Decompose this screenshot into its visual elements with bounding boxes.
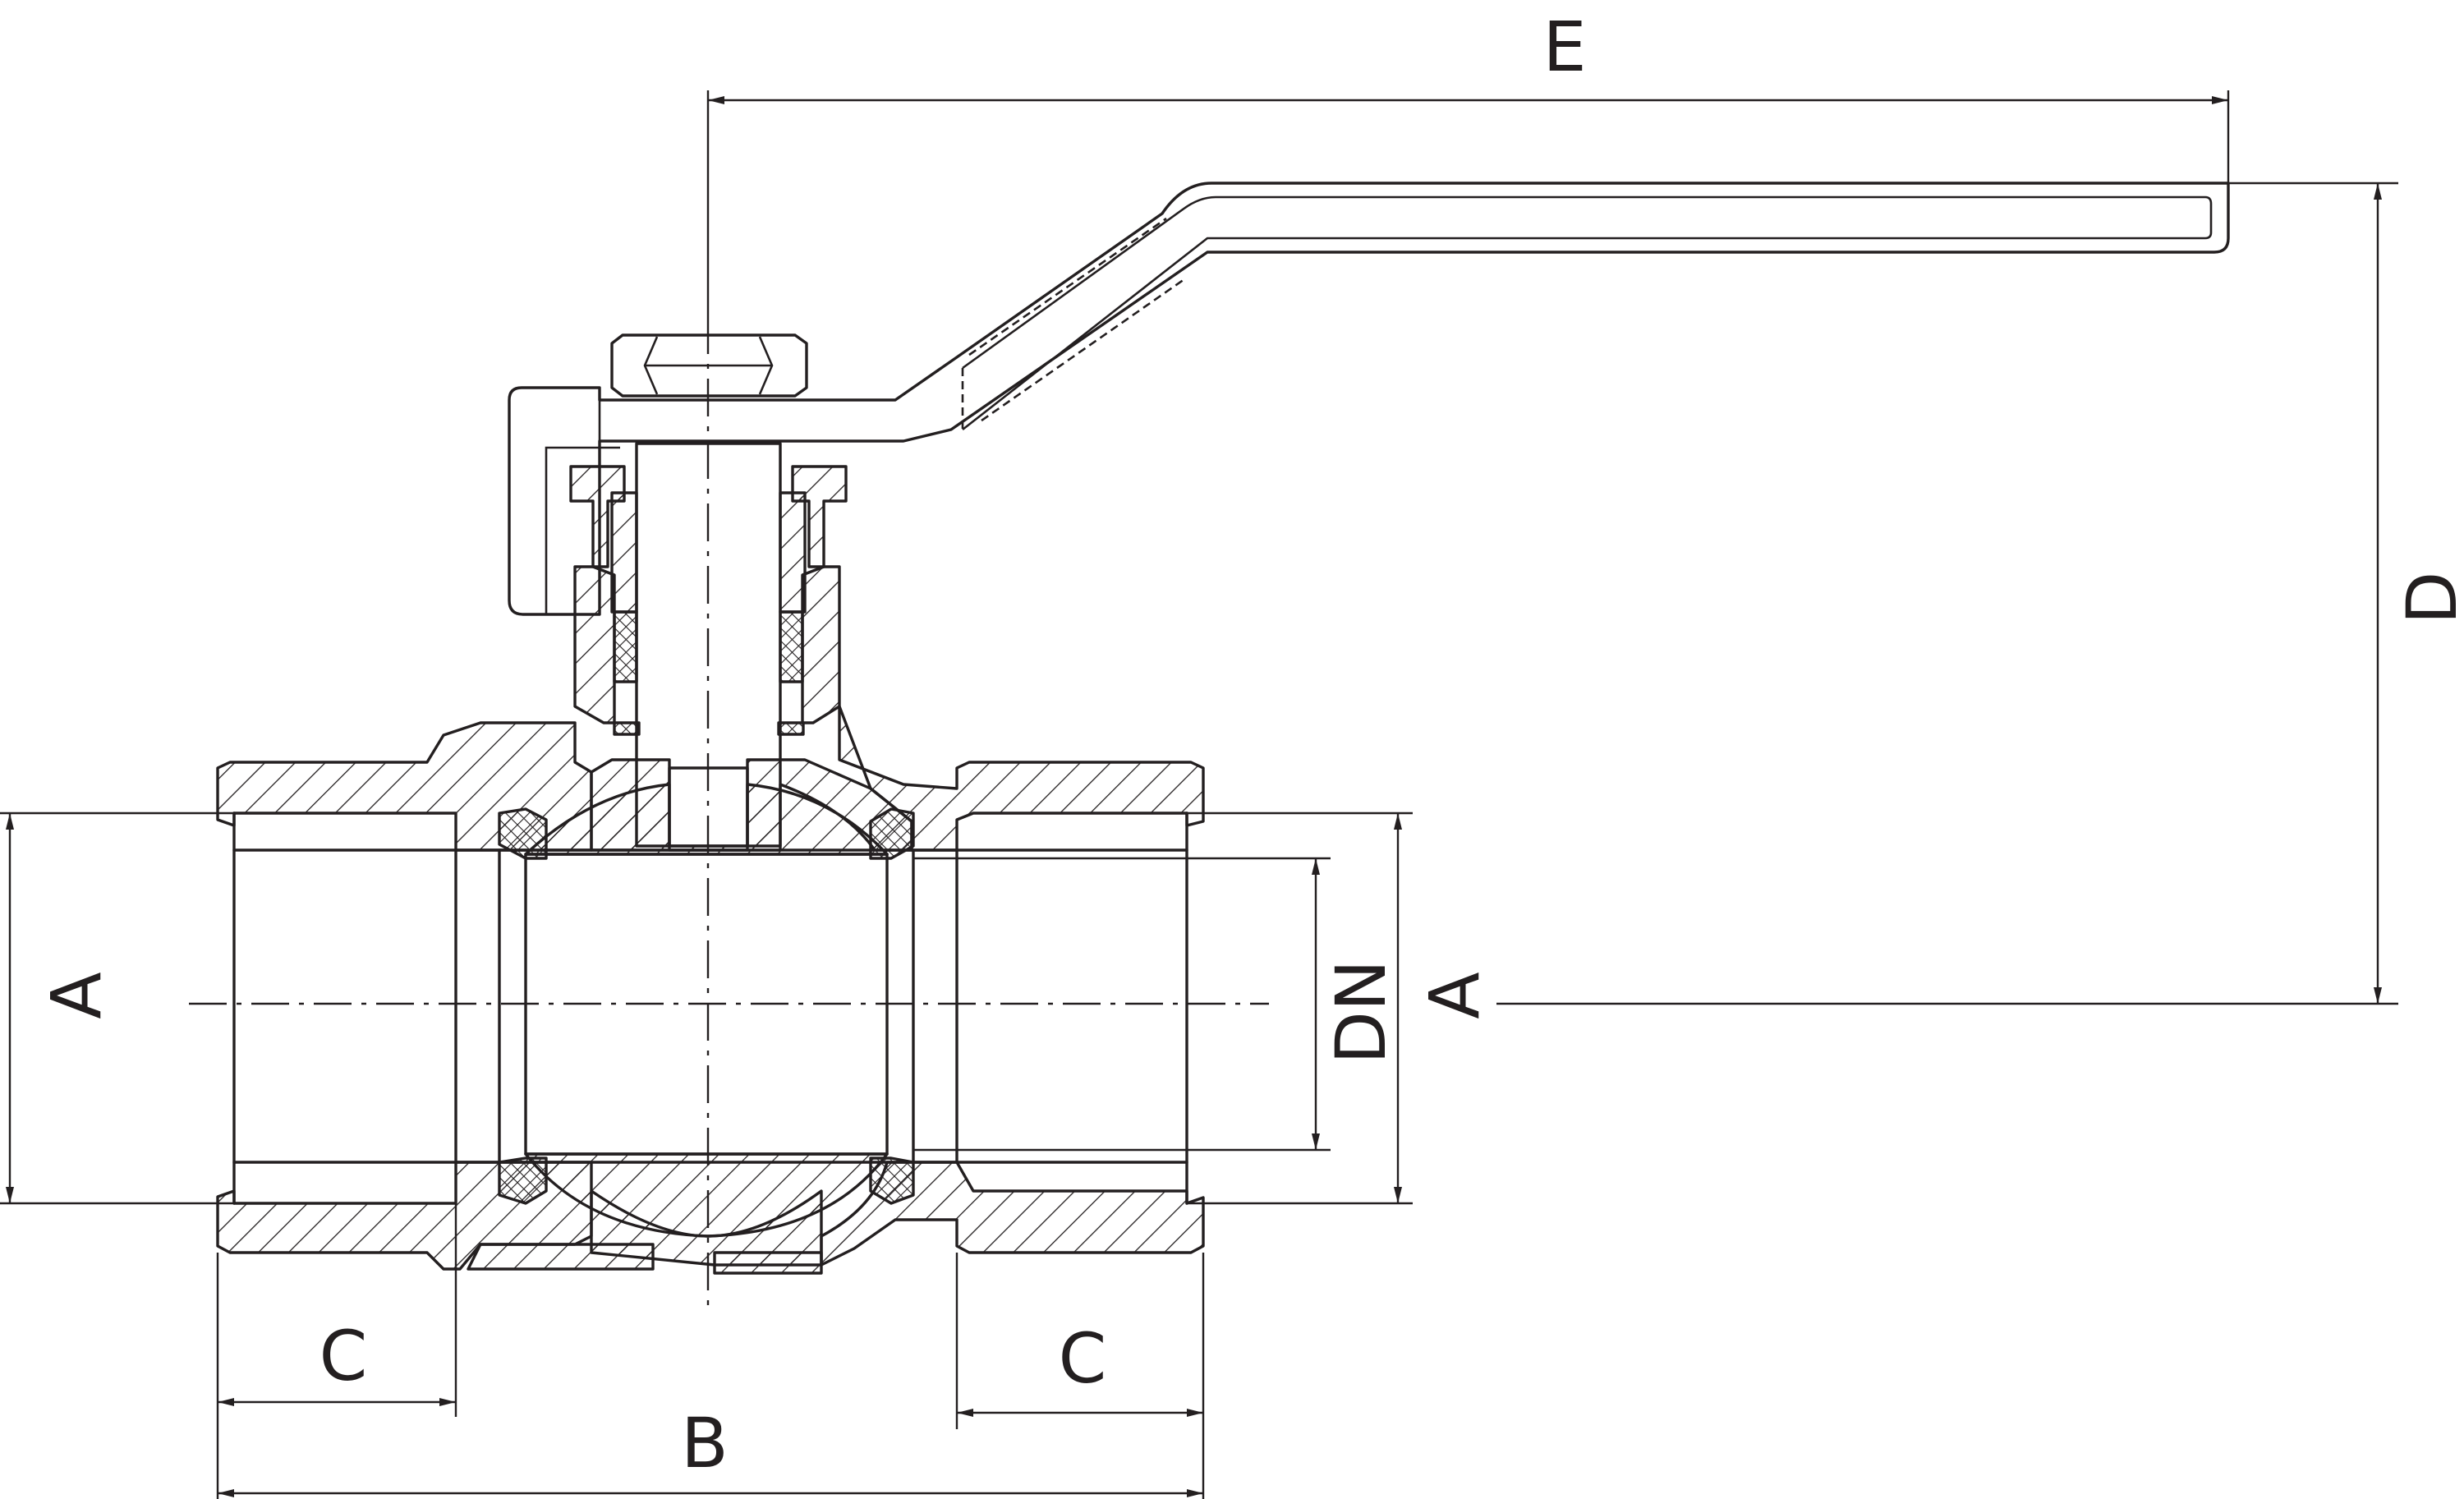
stem-packing-left: [613, 610, 638, 683]
ball: [524, 783, 889, 1238]
stem-washer-left: [613, 721, 641, 736]
dimension-a-left: A: [0, 812, 234, 1205]
dimension-c-right: C: [955, 1253, 1205, 1499]
stem-packing-right: [779, 610, 804, 683]
dimension-e: E: [706, 7, 2230, 316]
seat-ring-left: [498, 807, 548, 1205]
dimension-d-label: D: [2392, 572, 2464, 625]
dimension-dn: DN: [913, 857, 1401, 1152]
bonnet-neck-right: [801, 565, 841, 724]
dimension-c-left: C: [216, 1203, 457, 1499]
dimension-a-right: A: [1187, 812, 1495, 1205]
dimension-dn-label: DN: [1321, 959, 1401, 1064]
lever-handle: [508, 182, 2230, 616]
center-lines: [189, 316, 1269, 1306]
dimension-d: D: [1496, 182, 2464, 1005]
dimension-c-right-label: C: [1059, 1318, 1107, 1399]
gland-nut-left: [569, 465, 638, 614]
stem-washer-right: [777, 721, 805, 736]
bonnet-neck-left: [573, 565, 616, 724]
flow-bore: [232, 812, 1188, 1205]
dimension-a-right-label: A: [1414, 972, 1495, 1018]
dimension-a-left-label: A: [36, 972, 117, 1018]
dimension-c-left-label: C: [319, 1316, 368, 1396]
dimension-e-label: E: [1542, 7, 1586, 87]
dimension-b: B: [218, 1403, 1203, 1497]
seat-ring-right: [869, 807, 915, 1205]
dimension-b-label: B: [681, 1403, 729, 1483]
hex-nut: [610, 333, 808, 398]
